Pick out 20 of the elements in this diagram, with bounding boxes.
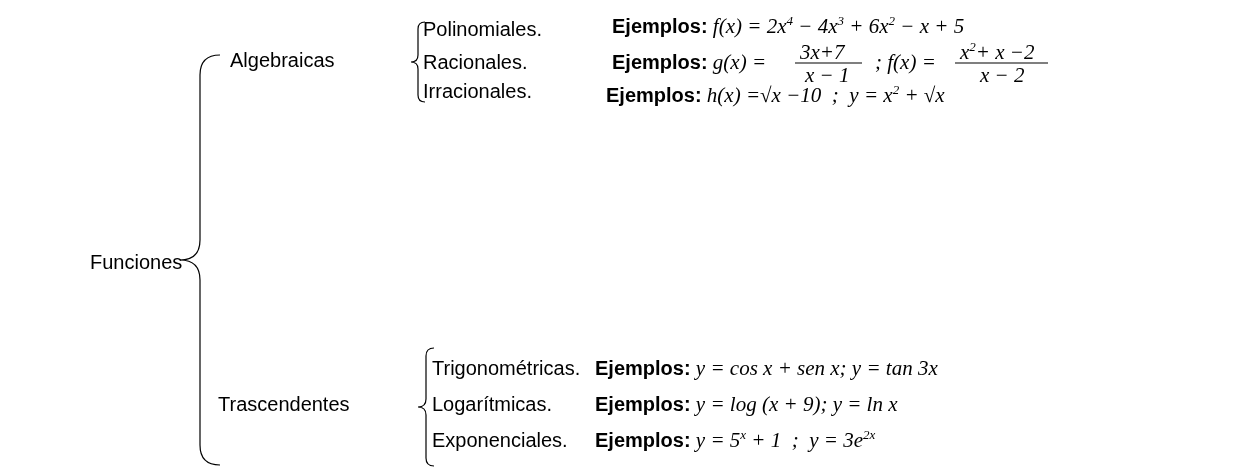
example-formula: Ejemplos: y = log (x + 9); y = ln x bbox=[595, 393, 898, 415]
subtype-label: Racionales. bbox=[423, 51, 528, 73]
subtype-label: Polinomiales. bbox=[423, 18, 542, 40]
example-formula: Ejemplos: f(x) = 2x$^{4}$ − 4x$^{3}$ + 6x$^{2}$ − x + 5 bbox=[612, 15, 965, 37]
example-formula: Ejemplos: y = 5$^{x}$ + 1 ; y = 3e$^{2x}$ bbox=[595, 429, 876, 451]
category-label: Trascendentes bbox=[218, 393, 350, 415]
fraction-denominator: x − 1 bbox=[805, 64, 850, 86]
subtype-label: Irracionales. bbox=[423, 80, 532, 102]
fraction-numerator: x$^{2}$+ x −2 bbox=[960, 41, 1035, 63]
fraction-denominator: x − 2 bbox=[980, 64, 1025, 86]
subtype-label: Exponenciales. bbox=[432, 429, 568, 451]
category-label: Algebraicas bbox=[230, 49, 335, 71]
example-formula: Ejemplos: y = cos x + sen x; y = tan 3x bbox=[595, 357, 938, 379]
fraction-numerator: 3x+7 bbox=[800, 41, 845, 63]
example-formula: Ejemplos: h(x) =√x −10 ; y = x$^{2}$ + √x bbox=[606, 84, 945, 106]
example-formula: Ejemplos: g(x) = bbox=[612, 51, 767, 73]
root-label: Funciones bbox=[90, 251, 183, 273]
subtype-label: Trigonométricas. bbox=[432, 357, 581, 379]
formula-text: ; f(x) = bbox=[875, 51, 936, 73]
subtype-label: Logarítmicas. bbox=[432, 393, 553, 415]
